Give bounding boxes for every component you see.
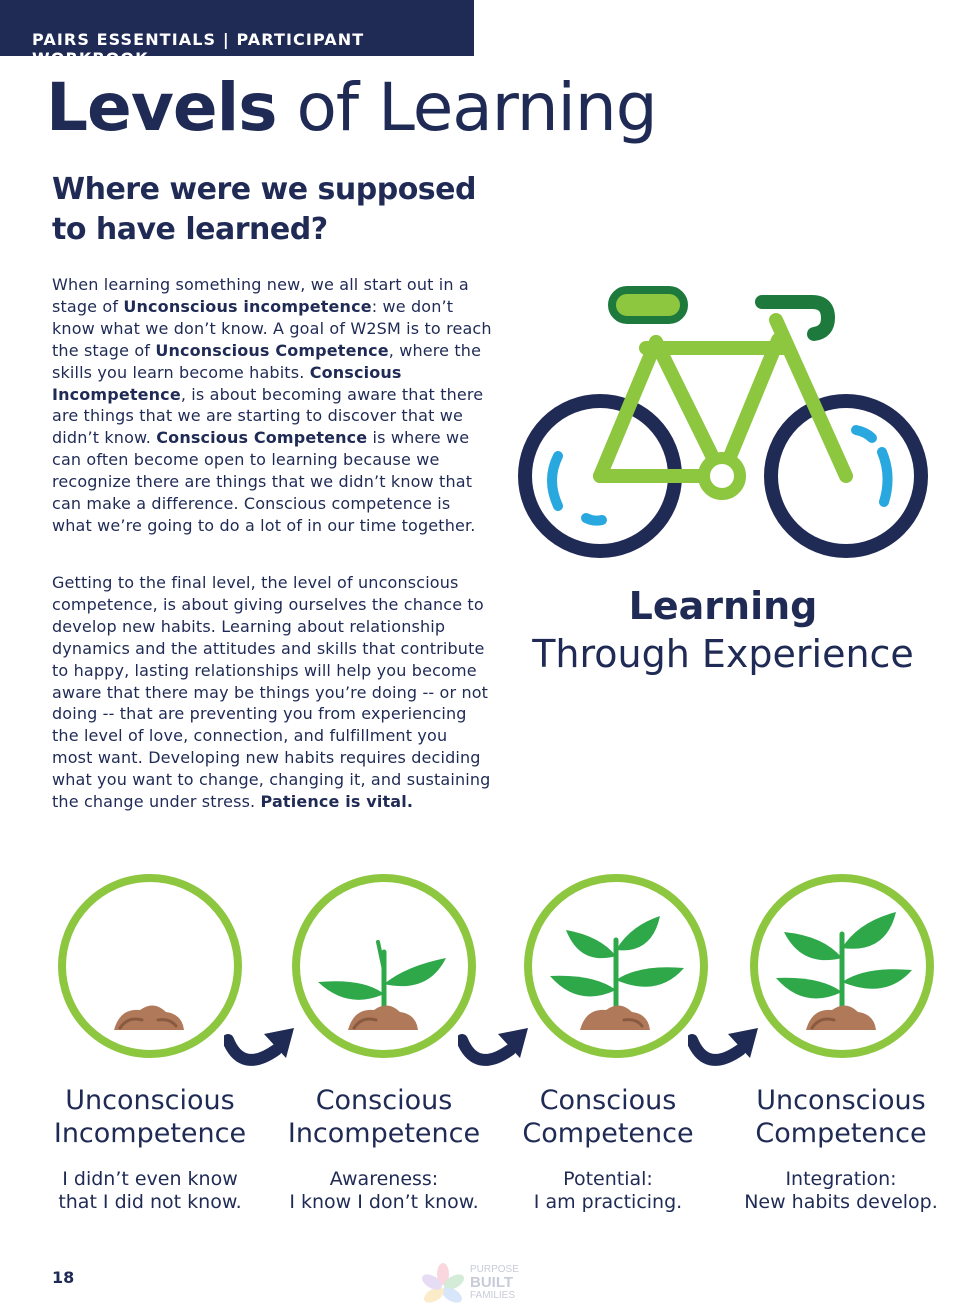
stage-1-label-line-2: Incompetence <box>53 1118 247 1149</box>
stage-1-label-line-1: Unconscious <box>65 1085 235 1116</box>
stage-2-label: Conscious Incompetence <box>264 1084 504 1150</box>
learning-stages: Unconscious Incompetence Conscious Incom… <box>0 870 960 1230</box>
stage-4-label: Unconscious Competence <box>721 1084 960 1150</box>
header-bar: PAIRS ESSENTIALS | PARTICIPANT WORKBOOK <box>0 0 474 68</box>
subheading-line-2: to have learned? <box>52 212 328 247</box>
page-number: 18 <box>52 1268 75 1287</box>
stage-3-label: Conscious Competence <box>488 1084 728 1150</box>
sprout-icon <box>550 916 684 1019</box>
stage-3-circle <box>520 870 712 1062</box>
logo-text-line-3: FAMILIES <box>470 1290 516 1301</box>
paragraph-1-text-5: is where we can often become open to lea… <box>52 428 476 535</box>
stage-4-label-line-1: Unconscious <box>756 1085 926 1116</box>
paragraph-1-text-3: , where the skills you learn become habi… <box>52 340 482 382</box>
stage-2-label-line-1: Conscious <box>315 1085 453 1116</box>
subheading: Where were we supposed to have learned? <box>52 170 492 250</box>
stage-1-circle <box>54 870 246 1062</box>
stage-3-label-line-1: Conscious <box>539 1085 677 1116</box>
stage-3-description: Potential: I am practicing. <box>488 1168 728 1214</box>
paragraph-1-text-4: , is about becoming aware that there are… <box>52 384 484 448</box>
soil-mound-icon <box>348 1005 418 1030</box>
subheading-line-1: Where were we supposed <box>52 172 477 207</box>
term-conscious-incompetence: Conscious Incompetence <box>52 362 402 404</box>
page-title-bold: Levels <box>46 69 278 146</box>
sprout-icon <box>318 940 446 1019</box>
term-conscious-competence: Conscious Competence <box>156 428 368 448</box>
soil-mound-icon <box>806 1005 876 1030</box>
paragraph-1-text-1: When learning something new, we all star… <box>52 275 469 316</box>
stage-2-label-line-2: Incompetence <box>287 1118 481 1149</box>
stage-2-description-line-1: Awareness: <box>329 1168 439 1190</box>
stage-4-circle <box>746 870 938 1062</box>
stage-3-label-line-2: Competence <box>522 1118 694 1149</box>
paragraph-2: Getting to the final level, the level of… <box>52 572 492 813</box>
term-unconscious-competence: Unconscious Competence <box>155 340 389 360</box>
stage-2-circle <box>288 870 480 1062</box>
stage-4-label-line-2: Competence <box>755 1118 927 1149</box>
bicycle-icon <box>516 280 928 560</box>
stage-1-label: Unconscious Incompetence <box>30 1084 270 1150</box>
soil-mound-icon <box>114 1005 184 1030</box>
paragraph-2-text-1: Getting to the final level, the level of… <box>52 573 491 812</box>
stage-3-description-line-1: Potential: <box>563 1168 653 1190</box>
header-label: PAIRS ESSENTIALS | PARTICIPANT WORKBOOK <box>32 30 365 68</box>
page-title-light: of Learning <box>276 69 657 146</box>
stage-4-description: Integration: New habits develop. <box>721 1168 960 1214</box>
stage-2-description: Awareness: I know I don’t know. <box>264 1168 504 1214</box>
stage-1-description: I didn’t even know that I did not know. <box>30 1168 270 1214</box>
stage-1-description-line-1: I didn’t even know <box>62 1168 238 1190</box>
logo-text-line-1: PURPOSE <box>470 1264 519 1275</box>
page-title: Levels of Learning <box>46 68 658 148</box>
soil-mound-icon <box>580 1005 650 1030</box>
side-caption-line-1: Learning <box>628 584 818 628</box>
curved-arrow-icon <box>456 1020 538 1080</box>
logo-text-line-2: BUILT <box>470 1274 514 1291</box>
stage-1-description-line-2: that I did not know. <box>58 1191 242 1213</box>
purpose-built-families-logo: PURPOSE BUILT FAMILIES <box>418 1262 538 1308</box>
stage-4-description-line-2: New habits develop. <box>744 1191 938 1213</box>
paragraph-1: When learning something new, we all star… <box>52 274 492 537</box>
paragraph-1-text-2: : we don’t know what we don’t know. A go… <box>52 296 492 360</box>
curved-arrow-icon <box>222 1020 304 1080</box>
stage-2-description-line-2: I know I don’t know. <box>289 1191 479 1213</box>
sprout-icon <box>776 912 912 1019</box>
patience-is-vital: Patience is vital. <box>260 792 414 812</box>
side-caption-line-2: Through Experience <box>532 632 914 676</box>
curved-arrow-icon <box>686 1020 768 1080</box>
stage-4-description-line-1: Integration: <box>785 1168 897 1190</box>
stage-3-description-line-2: I am practicing. <box>533 1191 683 1213</box>
term-unconscious-incompetence: Unconscious incompetence <box>123 296 372 316</box>
